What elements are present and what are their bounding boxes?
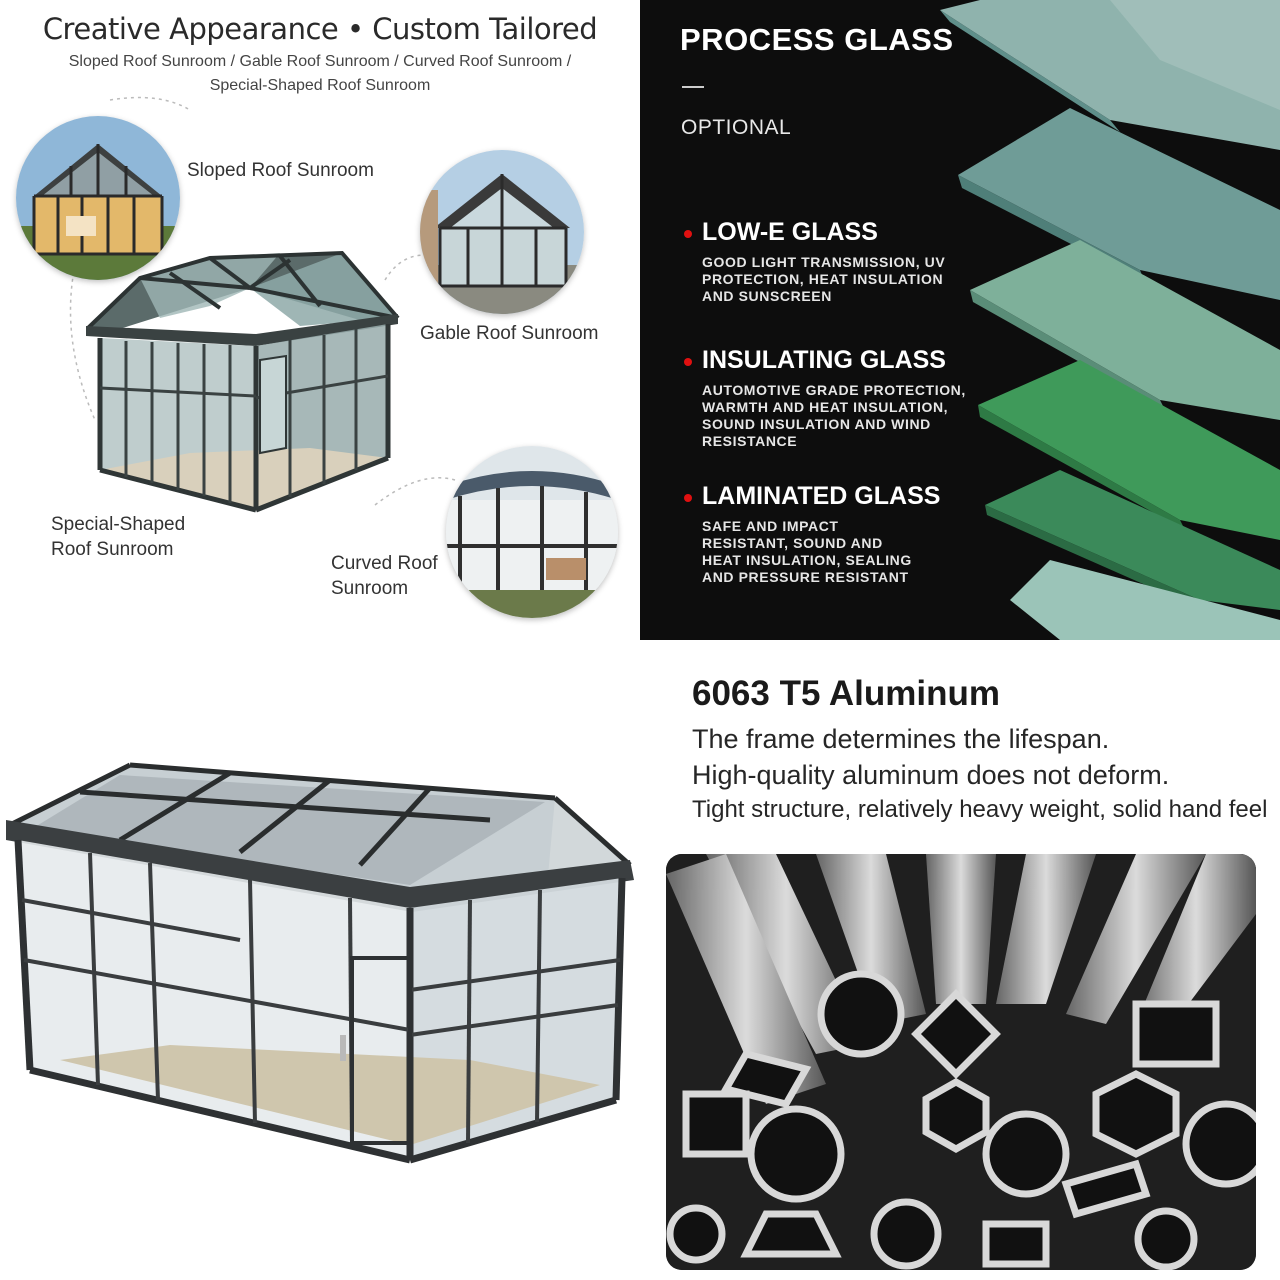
sunroom-types-subtitle-line1: Sloped Roof Sunroom / Gable Roof Sunroom…: [68, 53, 572, 70]
bullet-dot-icon: [684, 230, 692, 238]
label-special-shaped-2: Roof Sunroom: [51, 539, 174, 560]
aluminum-panel: 6063 T5 Aluminum The frame determines th…: [640, 640, 1280, 1280]
gable-roof-photo: [420, 150, 584, 314]
glass-feature-description: GOOD LIGHT TRANSMISSION, UV PROTECTION, …: [702, 254, 946, 304]
sunroom-types-panel: Creative Appearance • Custom Tailored Sl…: [0, 0, 640, 640]
sunroom-render-panel: [0, 640, 640, 1280]
aluminum-title: 6063 T5 Aluminum: [692, 674, 1000, 713]
label-curved-roof-1: Curved Roof: [331, 553, 438, 574]
bullet-dot-icon: [684, 358, 692, 366]
aluminum-line-1: The frame determines the lifespan.: [692, 724, 1110, 754]
bullet-dot-icon: [684, 494, 692, 502]
glass-feature-title: LAMINATED GLASS: [702, 482, 941, 510]
curved-roof-photo: [446, 446, 618, 618]
label-sloped-roof: Sloped Roof Sunroom: [187, 160, 374, 181]
heading-divider: [682, 86, 704, 88]
aluminum-line-2: High-quality aluminum does not deform.: [692, 760, 1170, 790]
center-sunroom-render: [86, 250, 400, 513]
dashed-connectors: [69, 96, 456, 506]
optional-label: OPTIONAL: [681, 116, 792, 139]
label-gable-roof: Gable Roof Sunroom: [420, 323, 599, 344]
large-sunroom-render: [6, 762, 634, 1164]
process-glass-panel: PROCESS GLASS OPTIONAL LOW-E GLASS GOOD …: [640, 0, 1280, 640]
aluminum-profiles-photo: [666, 854, 1256, 1270]
aluminum-line-3: Tight structure, relatively heavy weight…: [692, 796, 1268, 823]
sunroom-types-subtitle-line2: Special-Shaped Roof Sunroom: [209, 77, 431, 94]
process-glass-heading: PROCESS GLASS: [680, 22, 954, 57]
glass-feature-title: LOW-E GLASS: [702, 218, 878, 246]
sloped-roof-photo: [16, 116, 180, 280]
glass-feature-description: SAFE AND IMPACT RESISTANT, SOUND AND HEA…: [702, 518, 912, 585]
glass-feature-description: AUTOMOTIVE GRADE PROTECTION, WARMTH AND …: [702, 382, 966, 449]
glass-sheets-illustration: [940, 0, 1280, 640]
label-curved-roof-2: Sunroom: [331, 578, 409, 599]
label-special-shaped-1: Special-Shaped: [51, 514, 186, 535]
sunroom-types-title: Creative Appearance • Custom Tailored: [42, 12, 598, 46]
glass-feature-title: INSULATING GLASS: [702, 346, 946, 374]
